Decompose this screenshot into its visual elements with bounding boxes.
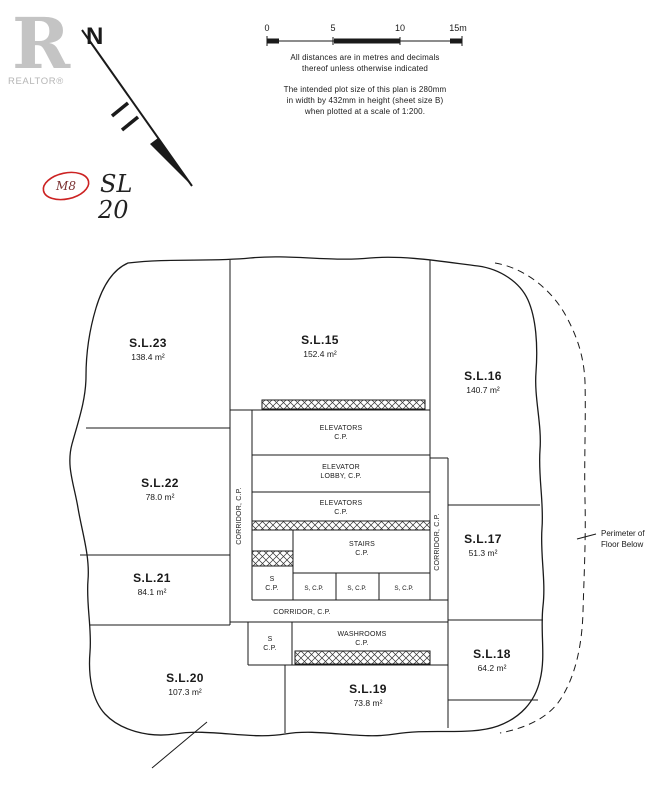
realtor-logo-letter: R [12, 2, 71, 85]
stair-landing-hatch [251, 550, 294, 567]
boundary-tie-line [151, 721, 208, 769]
scale-tick-5: 5 [330, 23, 335, 33]
unit-label-sl17: S.L.17 [464, 532, 502, 546]
note-distances-line1: All distances are in metres and decimals [290, 53, 439, 62]
unit-area-sl20: 107.3 m² [168, 687, 202, 697]
note-plot-line2: in width by 432mm in height (sheet size … [287, 96, 444, 105]
north-arrow: N [81, 23, 193, 187]
unit-area-sl23: 138.4 m² [131, 352, 165, 362]
scale-tick-15m: 15m [449, 23, 467, 33]
unit-area-sl16: 140.7 m² [466, 385, 500, 395]
washrooms-hatch [294, 650, 431, 665]
note-distances-line2: thereof unless otherwise indicated [302, 64, 428, 73]
unit-label-sl23: S.L.23 [129, 336, 167, 350]
elevator-bank-mid-hatch [251, 520, 431, 531]
unit-label-sl16: S.L.16 [464, 369, 502, 383]
unit-area-sl21: 84.1 m² [138, 587, 167, 597]
circled-initials: M8 [55, 179, 76, 193]
elevators-mid-cp: C.P. [334, 509, 348, 516]
corridor-left-label: CORRIDOR, C.P. [236, 487, 243, 545]
unit-label-sl15: S.L.15 [301, 333, 339, 347]
unit-label-sl18: S.L.18 [473, 647, 511, 661]
perimeter-dashed-line [494, 262, 586, 734]
storage2-s-cp: C.P. [263, 645, 277, 652]
north-label: N [86, 23, 103, 50]
perimeter-label-line2: Floor Below [601, 540, 643, 549]
handwritten-20: 20 [97, 196, 129, 224]
plan-boundary [69, 256, 545, 737]
elevator-bank-top-hatch [261, 399, 426, 410]
unit-label-sl21: S.L.21 [133, 571, 171, 585]
elevator-lobby-cp: LOBBY, C.P. [320, 473, 361, 480]
elevators-top-cp: C.P. [334, 434, 348, 441]
handwritten-annotation: M8 SL 20 [42, 170, 132, 224]
corridor-right-label: CORRIDOR, C.P. [434, 513, 441, 571]
plan-notes: All distances are in metres and decimals… [284, 53, 447, 116]
realtor-logo-text: REALTOR® [8, 76, 64, 87]
unit-label-sl19: S.L.19 [349, 682, 387, 696]
red-circle [42, 171, 90, 201]
scale-tick-0: 0 [264, 23, 269, 33]
storage-cell-1: S, C.P. [304, 585, 323, 592]
unit-area-sl18: 64.2 m² [478, 663, 507, 673]
stairs-cp: C.P. [355, 550, 369, 557]
elevators-top-label: ELEVATORS [320, 425, 363, 432]
elevator-lobby-label: ELEVATOR [322, 464, 360, 471]
scale-bar: 0 5 10 15m [264, 23, 467, 46]
perimeter-floor-below: Perimeter of Floor Below [494, 262, 645, 734]
storage-s-label: S [270, 576, 275, 583]
unit-labels: S.L.23 138.4 m² S.L.15 152.4 m² S.L.16 1… [129, 333, 511, 708]
north-arrowhead [150, 138, 192, 186]
unit-label-sl20: S.L.20 [166, 671, 204, 685]
note-plot-line3: when plotted at a scale of 1:200. [304, 107, 425, 116]
storage-cell-3: S, C.P. [394, 585, 413, 592]
perimeter-label-line1: Perimeter of [601, 529, 645, 538]
core-labels: ELEVATORS C.P. ELEVATOR LOBBY, C.P. ELEV… [236, 425, 441, 652]
interior-walls [80, 260, 543, 769]
storage-cell-2: S, C.P. [347, 585, 366, 592]
unit-label-sl22: S.L.22 [141, 476, 179, 490]
elevators-mid-label: ELEVATORS [320, 500, 363, 507]
scale-tick-10: 10 [395, 23, 405, 33]
note-plot-line1: The intended plot size of this plan is 2… [284, 85, 447, 94]
unit-area-sl19: 73.8 m² [354, 698, 383, 708]
washrooms-label: WASHROOMS [338, 631, 387, 638]
stairs-label: STAIRS [349, 541, 375, 548]
storage2-s-label: S [268, 636, 273, 643]
handwritten-sl: SL [100, 170, 132, 198]
realtor-logo: R REALTOR® [8, 2, 71, 87]
corridor-bottom-label: CORRIDOR, C.P. [273, 609, 331, 616]
storage-s-cp: C.P. [265, 585, 279, 592]
unit-area-sl17: 51.3 m² [469, 548, 498, 558]
washrooms-cp: C.P. [355, 640, 369, 647]
unit-area-sl22: 78.0 m² [146, 492, 175, 502]
unit-area-sl15: 152.4 m² [303, 349, 337, 359]
